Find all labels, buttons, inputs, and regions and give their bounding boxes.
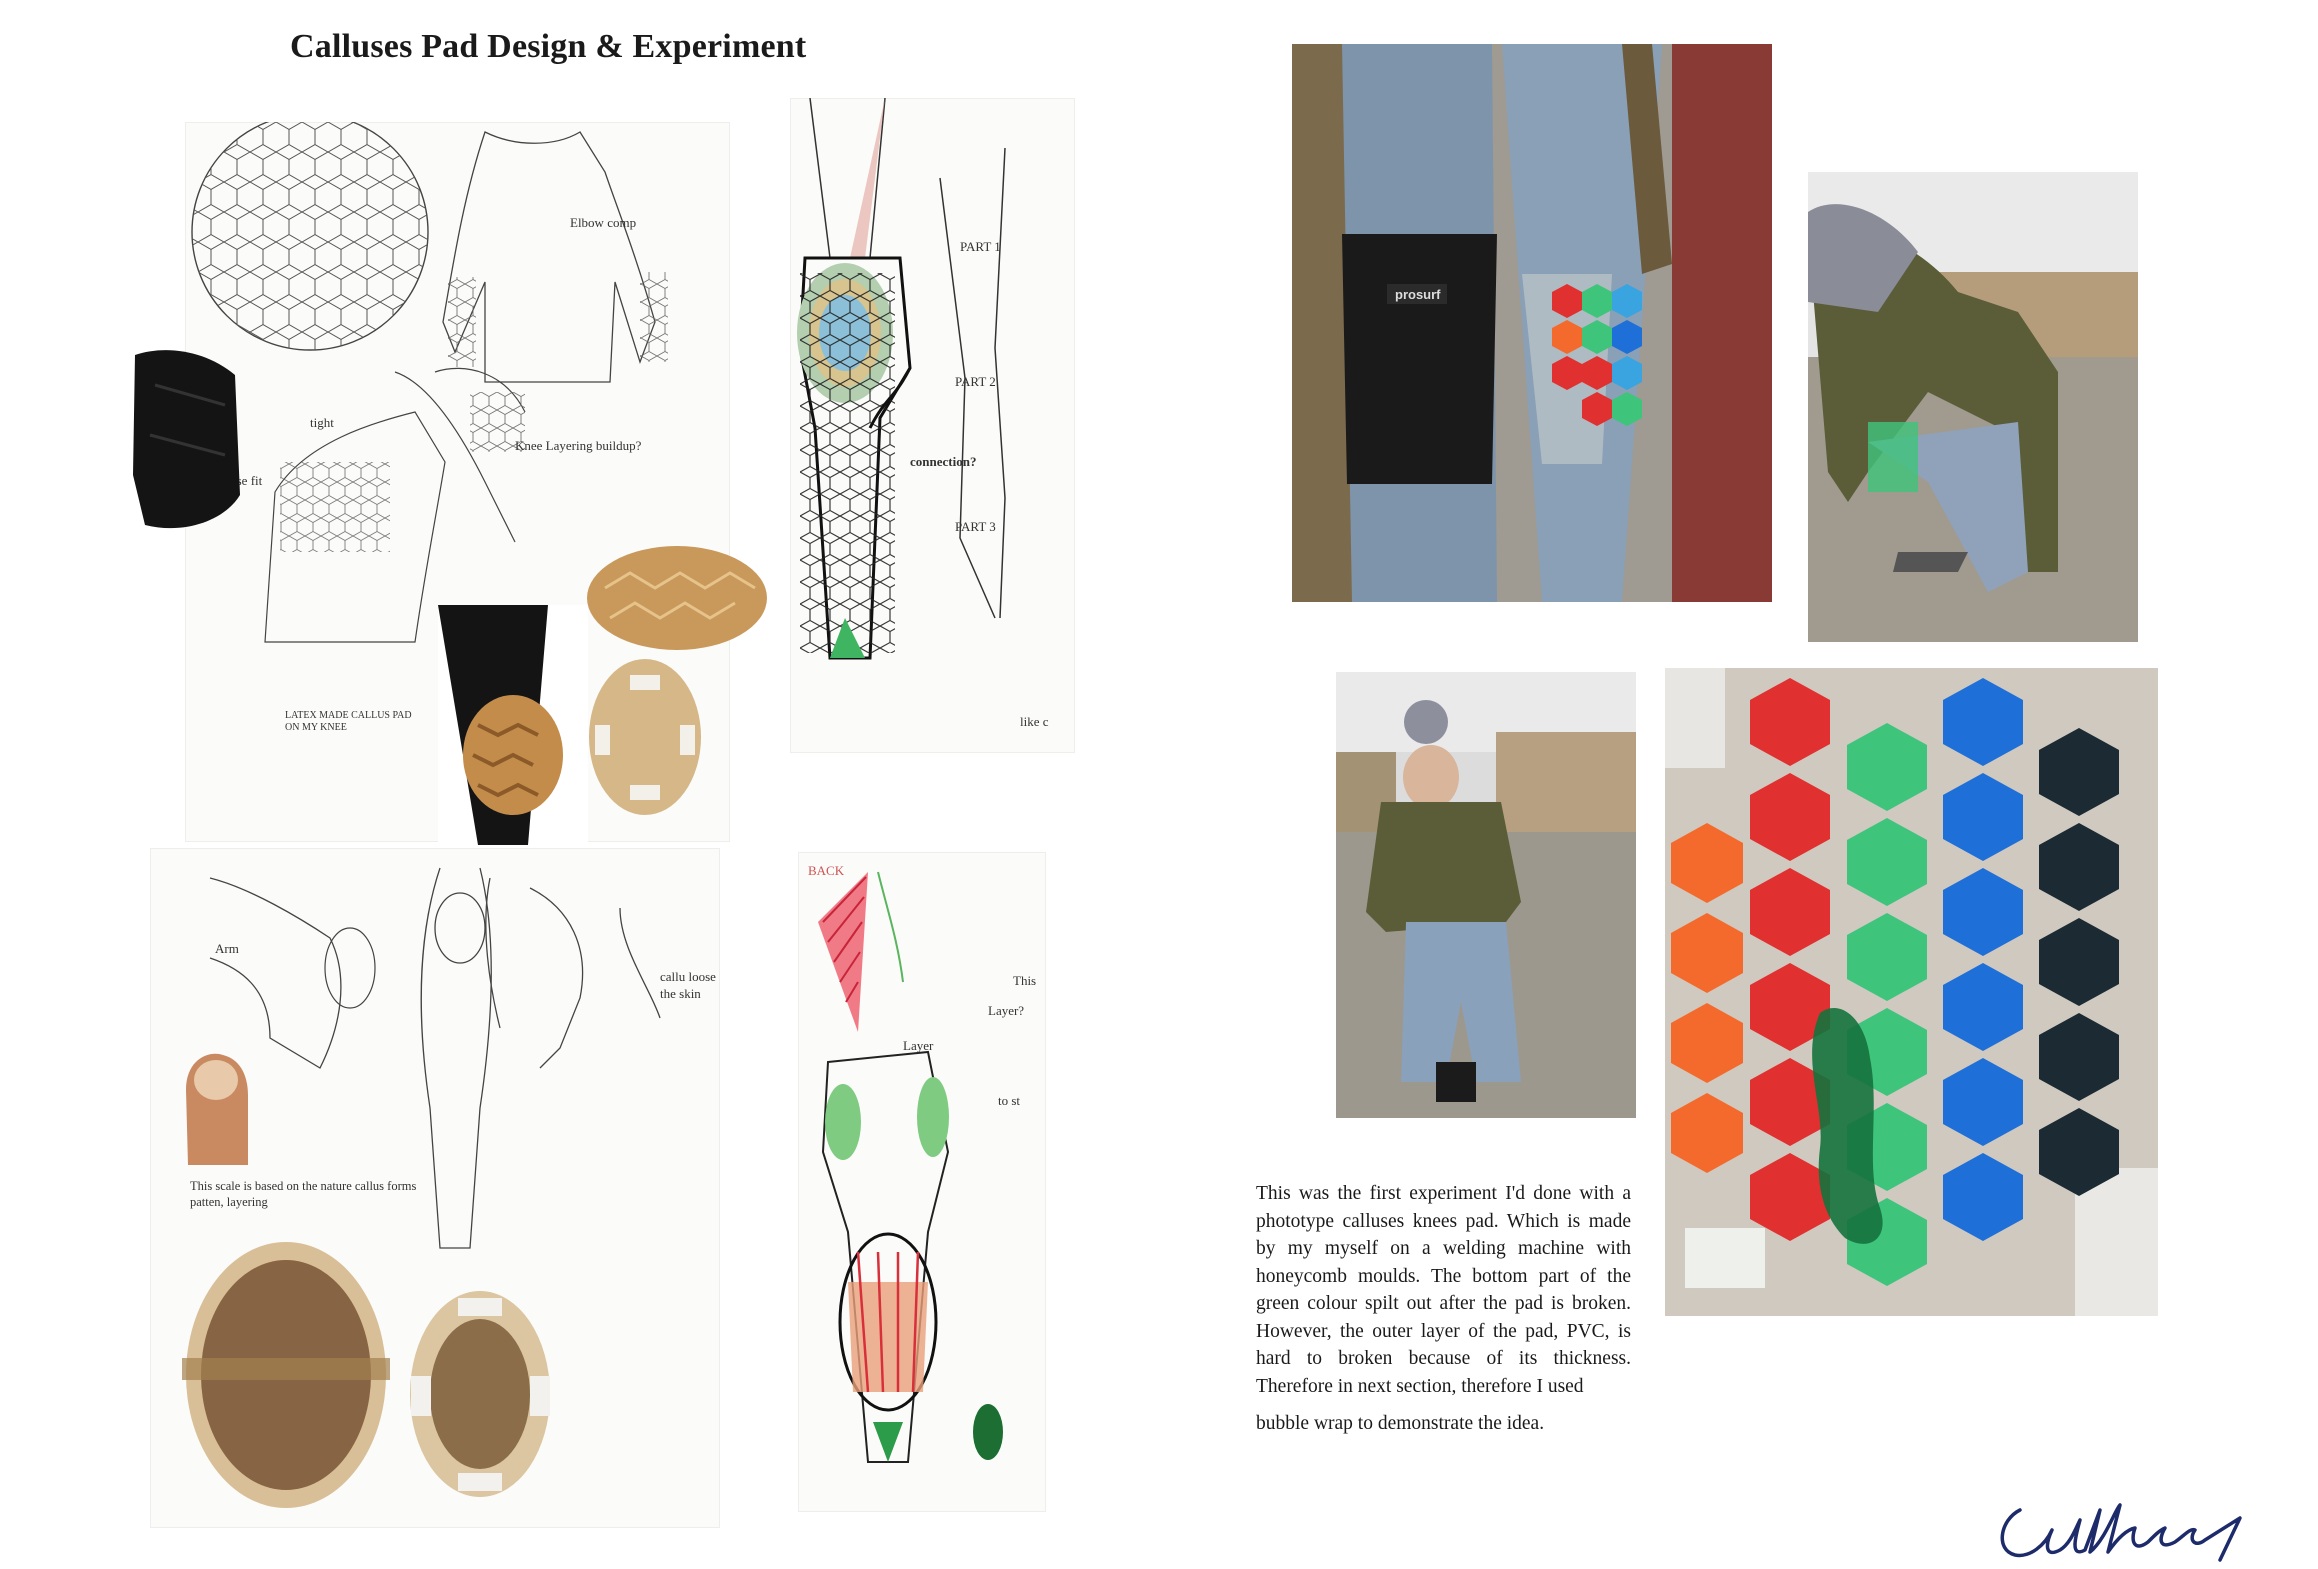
- label-elbow: Elbow comp: [570, 215, 637, 230]
- latex-pad-top-photo: [585, 538, 770, 658]
- latex-pad-caption: LATEX MADE CALLUS PAD ON MY KNEE: [285, 710, 412, 733]
- person-bending-photo: [1808, 172, 2138, 642]
- label-callus-side: callu loose the skin: [660, 969, 716, 1001]
- thumb-callus-photo: [178, 1050, 256, 1165]
- sketch-sheet-top-right: PART 1 PART 2 PART 3 connection? like c: [790, 98, 1075, 753]
- label-part3: PART 3: [955, 519, 996, 534]
- hex-pad-flat-photo: [1665, 668, 2158, 1316]
- knee-sleeve-photo: [125, 345, 245, 535]
- callus-pad-small-photo: [408, 1288, 553, 1500]
- knee-comparison-photo: prosurf: [1292, 44, 1772, 602]
- prosurf-brand: prosurf: [1395, 287, 1441, 302]
- label-part1: PART 1: [960, 239, 1001, 254]
- hex-pad-grid: [1665, 668, 2158, 1316]
- experiment-description: This was the first experiment I'd done w…: [1256, 1180, 1631, 1438]
- latex-pad-flat-photo: [585, 655, 705, 820]
- arm-sleeve-sketch: [191, 122, 668, 643]
- label-layer-q: Layer?: [988, 1003, 1025, 1018]
- label-like: like c: [1020, 714, 1049, 729]
- label-to: to st: [998, 1093, 1021, 1108]
- experiment-last-line: bubble wrap to demonstrate the idea.: [1256, 1413, 1545, 1434]
- label-knee: Knee Layering buildup?: [515, 438, 642, 453]
- label-connection: connection?: [910, 454, 977, 469]
- label-part2: PART 2: [955, 374, 996, 389]
- experiment-paragraph: This was the first experiment I'd done w…: [1256, 1183, 1631, 1397]
- signature-logo: [1990, 1500, 2290, 1569]
- person-standing-photo: [1336, 672, 1636, 1118]
- callus-pad-large-photo: [182, 1238, 390, 1513]
- page-title: Calluses Pad Design & Experiment: [290, 28, 807, 65]
- knee-hex-pad: [1552, 284, 1642, 426]
- label-layer: Layer: [903, 1038, 934, 1053]
- label-back: BACK: [808, 863, 845, 878]
- label-this: This: [1013, 973, 1037, 988]
- label-arm: Arm: [215, 941, 239, 956]
- latex-pad-knee-photo: [438, 605, 588, 845]
- label-tight: tight: [310, 415, 334, 430]
- scale-caption: This scale is based on the nature callus…: [190, 1179, 417, 1209]
- sketch-sheet-bottom-right: BACK This Layer? Layer to st: [798, 852, 1046, 1512]
